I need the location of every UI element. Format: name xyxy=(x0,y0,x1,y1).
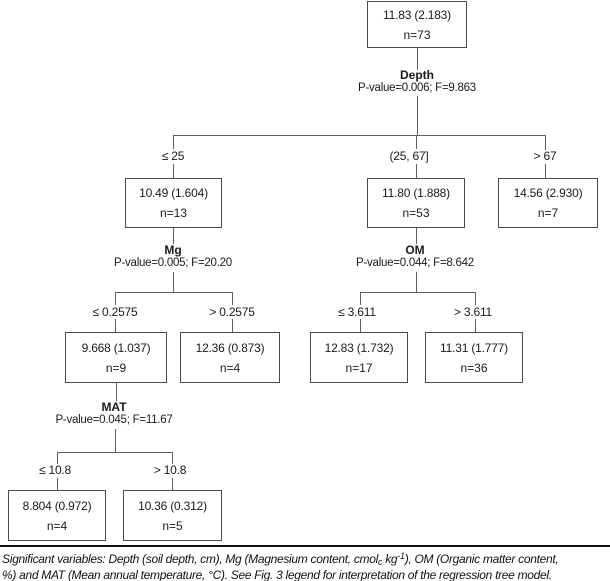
node-om-le-value: 12.83 (1.732) xyxy=(324,340,394,355)
edge-mg-right-upper xyxy=(232,292,233,305)
split-om-stats: P-value=0.044; F=8.642 xyxy=(356,257,474,269)
branch-label-om-right: > 3.611 xyxy=(453,305,493,319)
caption-line-1: Significant variables: Depth (soil depth… xyxy=(2,551,559,567)
edge-mg-left-lower xyxy=(115,319,116,332)
edge-depth-mid-lower xyxy=(416,164,417,178)
split-mat-variable: MAT xyxy=(101,400,127,414)
branch-label-om-left: ≤ 3.611 xyxy=(338,305,376,319)
edge-mg-crossbar xyxy=(115,292,232,293)
edge-mat-right-upper xyxy=(172,452,173,464)
figure-caption: Significant variables: Depth (soil depth… xyxy=(2,550,608,581)
edge-depth-mid-upper xyxy=(416,135,417,149)
split-depth-variable: Depth xyxy=(400,68,434,82)
node-mg-gt-n: n=4 xyxy=(219,360,241,375)
node-depth-25-67-value: 11.80 (1.888) xyxy=(382,186,450,200)
branch-label-mg-left: ≤ 0.2575 xyxy=(92,305,138,319)
node-mg-le-value: 9.668 (1.037) xyxy=(81,340,151,355)
node-depth-le25-n: n=13 xyxy=(159,206,188,220)
edge-om-right-lower xyxy=(475,319,476,332)
node-om-le: 12.83 (1.732) n=17 xyxy=(310,332,408,383)
edge-mg-left-upper xyxy=(115,292,116,305)
edge-mg-right-lower xyxy=(232,319,233,332)
node-root: 11.83 (2.183) n=73 xyxy=(367,1,467,48)
edge-mat-left-lower xyxy=(57,478,58,490)
branch-label-mg-right: > 0.2575 xyxy=(209,305,255,319)
branch-label-depth-mid: (25, 67] xyxy=(389,149,429,163)
edge-depth-right-lower xyxy=(545,164,546,178)
node-om-gt-n: n=36 xyxy=(460,360,488,375)
node-mg-gt: 12.36 (0.873) n=4 xyxy=(180,332,280,383)
node-depth-le25: 10.49 (1.604) n=13 xyxy=(125,178,222,228)
edge-2567-to-om xyxy=(416,228,417,244)
branch-label-depth-left: ≤ 25 xyxy=(161,149,185,163)
edge-mat-crossbar xyxy=(57,452,172,453)
branch-label-depth-right: > 67 xyxy=(533,149,557,163)
node-om-le-n: n=17 xyxy=(345,360,373,375)
node-mat-le-n: n=4 xyxy=(46,518,68,533)
node-mat-gt-n: n=5 xyxy=(162,518,183,533)
node-mat-le: 8.804 (0.972) n=4 xyxy=(8,490,106,541)
edge-depth-crossbar xyxy=(173,135,546,136)
edge-depth-stem xyxy=(417,96,418,135)
edge-om-right-upper xyxy=(475,292,476,305)
split-mat: MAT P-value=0.045; F=11.67 xyxy=(34,401,194,427)
branch-label-mat-left: ≤ 10.8 xyxy=(38,463,72,477)
edge-om-crossbar xyxy=(360,292,475,293)
node-om-gt-value: 11.31 (1.777) xyxy=(440,340,508,355)
edge-root-to-depth xyxy=(417,48,418,70)
node-root-n: n=73 xyxy=(403,27,431,42)
node-mg-le-n: n=9 xyxy=(105,360,127,375)
split-om: OM P-value=0.044; F=8.642 xyxy=(335,244,495,270)
edge-le25-to-mg xyxy=(173,228,174,244)
edge-mat-stem xyxy=(115,429,116,452)
edge-depth-left-upper xyxy=(173,135,174,149)
caption-divider xyxy=(0,545,610,547)
split-depth-stats: P-value=0.006; F=9.863 xyxy=(358,82,476,94)
node-depth-25-67-n: n=53 xyxy=(402,206,430,220)
edge-mgle-to-mat xyxy=(116,383,117,401)
edge-mg-stem xyxy=(173,272,174,292)
split-mat-stats: P-value=0.045; F=11.67 xyxy=(55,414,173,426)
node-depth-25-67: 11.80 (1.888) n=53 xyxy=(367,178,465,228)
edge-mat-right-lower xyxy=(172,478,173,490)
split-om-variable: OM xyxy=(405,243,425,257)
edge-depth-right-upper xyxy=(545,135,546,150)
node-mat-gt-value: 10.36 (0.312) xyxy=(138,498,207,513)
node-mg-le: 9.668 (1.037) n=9 xyxy=(65,332,167,383)
node-om-gt: 11.31 (1.777) n=36 xyxy=(425,332,523,383)
split-depth: Depth P-value=0.006; F=9.863 xyxy=(337,69,497,95)
edge-mat-left-upper xyxy=(57,452,58,464)
edge-om-stem xyxy=(416,272,417,292)
node-mat-gt: 10.36 (0.312) n=5 xyxy=(123,490,222,541)
node-mat-le-value: 8.804 (0.972) xyxy=(22,498,92,513)
edge-om-left-lower xyxy=(360,319,361,332)
caption-line-2: %) and MAT (Mean annual temperature, °C)… xyxy=(2,568,552,581)
split-mg: Mg P-value=0.005; F=20.20 xyxy=(93,244,253,270)
node-root-value: 11.83 (2.183) xyxy=(383,7,451,22)
branch-label-mat-right: > 10.8 xyxy=(153,463,187,477)
edge-om-left-upper xyxy=(360,292,361,305)
split-mg-stats: P-value=0.005; F=20.20 xyxy=(114,257,232,269)
node-depth-le25-value: 10.49 (1.604) xyxy=(139,186,208,200)
edge-depth-left-lower xyxy=(173,164,174,178)
node-depth-gt67: 14.56 (2.930) n=7 xyxy=(498,178,598,228)
node-depth-gt67-n: n=7 xyxy=(537,206,559,220)
split-mg-variable: Mg xyxy=(164,243,182,257)
node-depth-gt67-value: 14.56 (2.930) xyxy=(513,186,583,200)
node-mg-gt-value: 12.36 (0.873) xyxy=(195,340,265,355)
